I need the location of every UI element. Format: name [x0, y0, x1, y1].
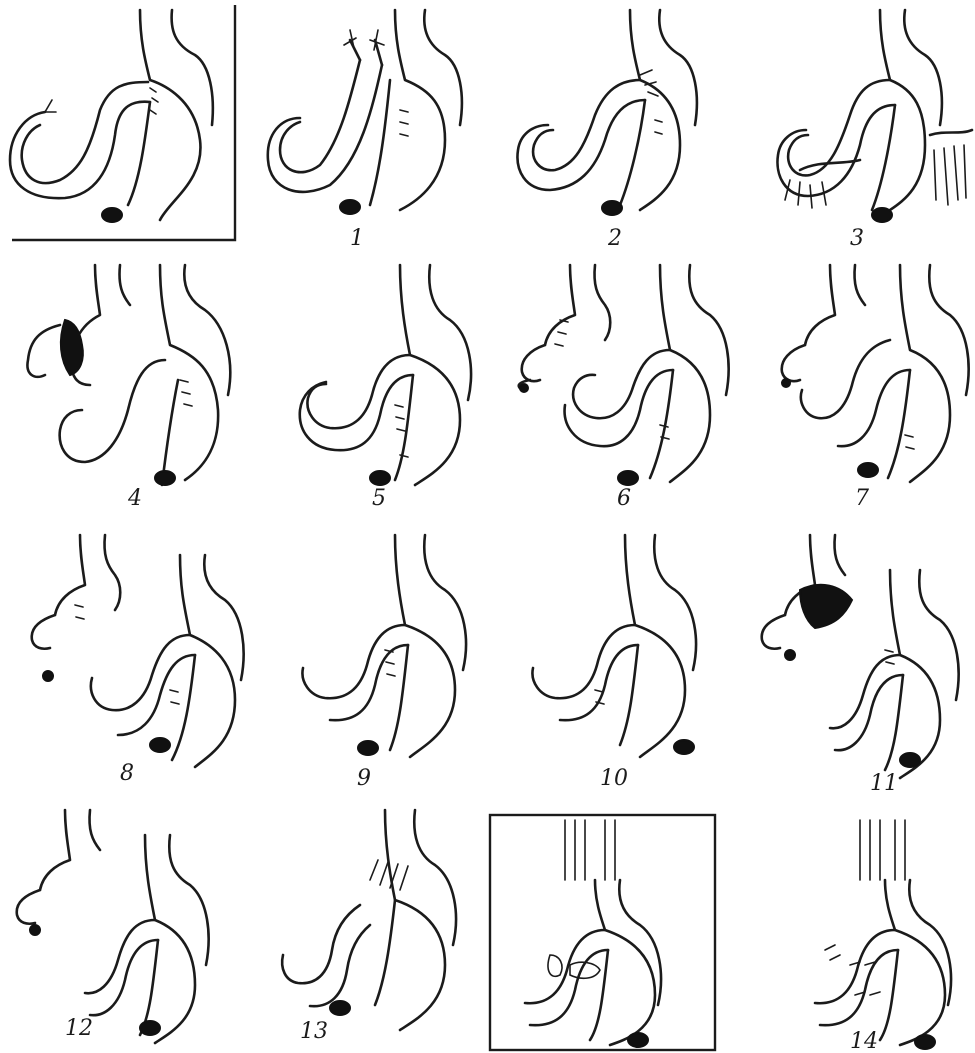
duodenal-stump: [330, 1001, 350, 1015]
resected-segment: [800, 585, 852, 628]
panel-11: 11: [762, 535, 959, 796]
panel-6: 6: [519, 265, 729, 511]
panel-label: 6: [617, 486, 631, 511]
panel-10: 10: [532, 535, 696, 791]
duodenal-stump: [140, 1021, 160, 1035]
panel-1: 1: [268, 10, 462, 251]
duodenal-stump: [102, 208, 122, 222]
panel-7: 7: [782, 265, 969, 511]
panel-3: 3: [777, 10, 972, 251]
panel-label: 3: [850, 226, 864, 251]
duodenal-stump: [340, 200, 360, 214]
panel-label: 13: [300, 1019, 328, 1044]
panel-2: 2: [517, 10, 696, 251]
duodenal-stump: [155, 471, 175, 485]
panel-label: 8: [120, 761, 134, 786]
panel-4: 4: [27, 265, 230, 511]
duodenal-stump: [915, 1035, 935, 1049]
resected-segment: [61, 320, 83, 375]
duodenal-stump: [674, 740, 694, 754]
panel-13: 13: [282, 810, 456, 1044]
panel-14-reference: [490, 815, 715, 1050]
panel-14: 14: [815, 820, 951, 1053]
duodenal-stump: [628, 1033, 648, 1047]
panel-label: 4: [127, 486, 142, 511]
panel-label: 5: [372, 486, 386, 511]
panel-label: 10: [600, 766, 628, 791]
duodenal-stump: [358, 741, 378, 755]
duodenal-stump: [370, 471, 390, 485]
panel-label: 11: [870, 771, 898, 796]
panel-label: 12: [65, 1016, 93, 1041]
duodenal-stump: [872, 208, 892, 222]
panel-label: 9: [357, 766, 371, 791]
panel-8: 8: [32, 535, 244, 786]
duodenal-stump: [900, 753, 920, 767]
duodenal-stump: [858, 463, 878, 477]
panel-5: 5: [300, 265, 471, 511]
panel-label: 2: [607, 226, 622, 251]
panel-label: 7: [855, 486, 869, 511]
duodenal-stump: [602, 201, 622, 215]
duodenal-stump: [150, 738, 170, 752]
panel-original-anatomy: [10, 5, 235, 240]
panel-label: 14: [850, 1029, 878, 1053]
panel-9: 9: [302, 535, 466, 791]
duodenal-stump: [618, 471, 638, 485]
panel-12: 12: [17, 810, 209, 1043]
panel-frame: [12, 5, 235, 240]
panel-frame: [490, 815, 715, 1050]
panel-label: 1: [350, 226, 364, 251]
